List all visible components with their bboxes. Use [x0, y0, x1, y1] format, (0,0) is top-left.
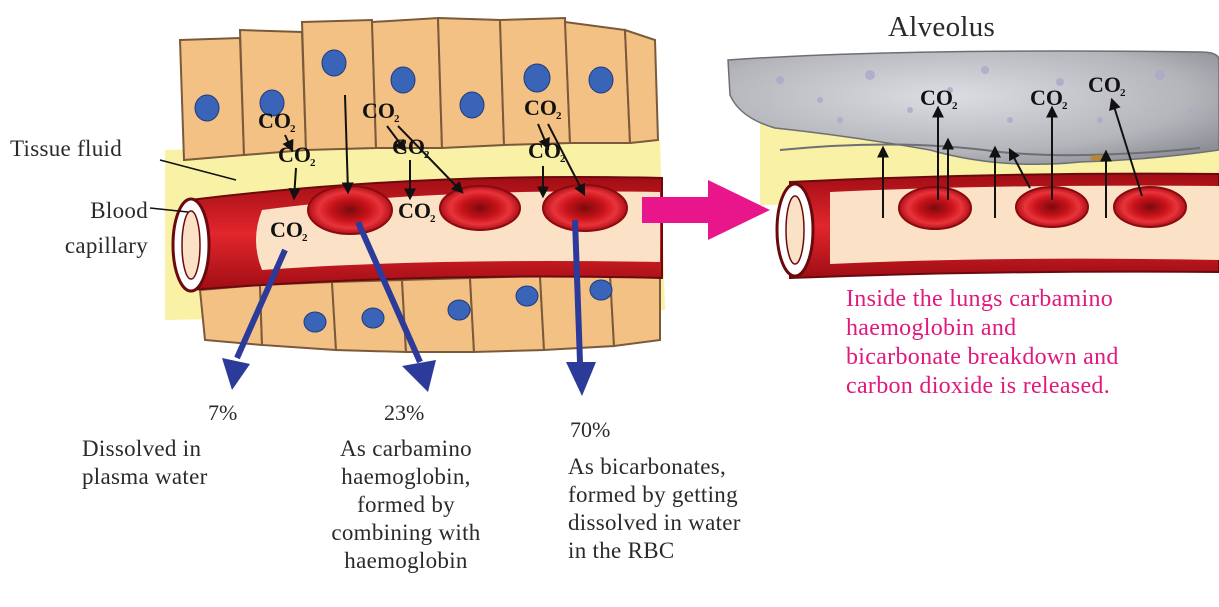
svg-text:2: 2 [1062, 100, 1068, 112]
co2-label: CO [524, 95, 557, 120]
desc-line: plasma water [82, 463, 208, 491]
note-line: bicarbonate breakdown and [846, 343, 1119, 372]
svg-text:2: 2 [302, 232, 308, 244]
desc-line: dissolved in water [568, 509, 741, 537]
desc-line: formed by getting [568, 481, 741, 509]
desc-line: formed by [312, 491, 500, 519]
desc-line: combining with [312, 519, 500, 547]
note-line: carbon dioxide is released. [846, 372, 1119, 401]
capillary-label: capillary [20, 232, 148, 260]
rbc-4 [899, 187, 971, 229]
blood-label: Blood [40, 197, 148, 225]
rbc-2 [440, 186, 520, 230]
desc-bicarbonate: As bicarbonates, formed by getting disso… [568, 453, 741, 565]
co2-label: CO [270, 217, 303, 242]
desc-line: As carbamino [312, 435, 500, 463]
co2-label: CO [258, 108, 291, 133]
rbc-1 [308, 186, 392, 234]
co2-label: CO [1030, 85, 1063, 110]
rbc-3 [543, 185, 627, 231]
rbc-6 [1114, 187, 1186, 227]
alveolus-label: Alveolus [888, 10, 995, 44]
percent-dissolved: 7% [208, 400, 237, 426]
desc-line: in the RBC [568, 537, 741, 565]
svg-text:2: 2 [290, 123, 296, 135]
svg-text:2: 2 [1120, 87, 1126, 99]
desc-carbamino: As carbamino haemoglobin, formed by comb… [312, 435, 500, 575]
svg-text:2: 2 [394, 113, 400, 125]
svg-text:2: 2 [556, 110, 562, 122]
svg-text:2: 2 [310, 157, 316, 169]
note-line: Inside the lungs carbamino [846, 285, 1119, 314]
co2-label: CO [920, 85, 953, 110]
svg-text:2: 2 [952, 100, 958, 112]
desc-line: Dissolved in [82, 435, 208, 463]
tissue-fluid-label: Tissue fluid [10, 135, 122, 163]
desc-dissolved: Dissolved in plasma water [82, 435, 208, 491]
co2-label: CO [398, 198, 431, 223]
percent-carbamino: 23% [384, 400, 424, 426]
rbc-right [899, 187, 1186, 229]
desc-line: haemoglobin, [312, 463, 500, 491]
rbc-left [308, 185, 627, 234]
percent-bicarbonate: 70% [570, 417, 610, 443]
desc-line: As bicarbonates, [568, 453, 741, 481]
co2-label: CO [362, 98, 395, 123]
desc-line: haemoglobin [312, 547, 500, 575]
co2-label: CO [1088, 72, 1121, 97]
lungs-note: Inside the lungs carbamino haemoglobin a… [846, 285, 1119, 401]
note-line: haemoglobin and [846, 314, 1119, 343]
svg-text:2: 2 [430, 213, 436, 225]
co2-label: CO [278, 142, 311, 167]
